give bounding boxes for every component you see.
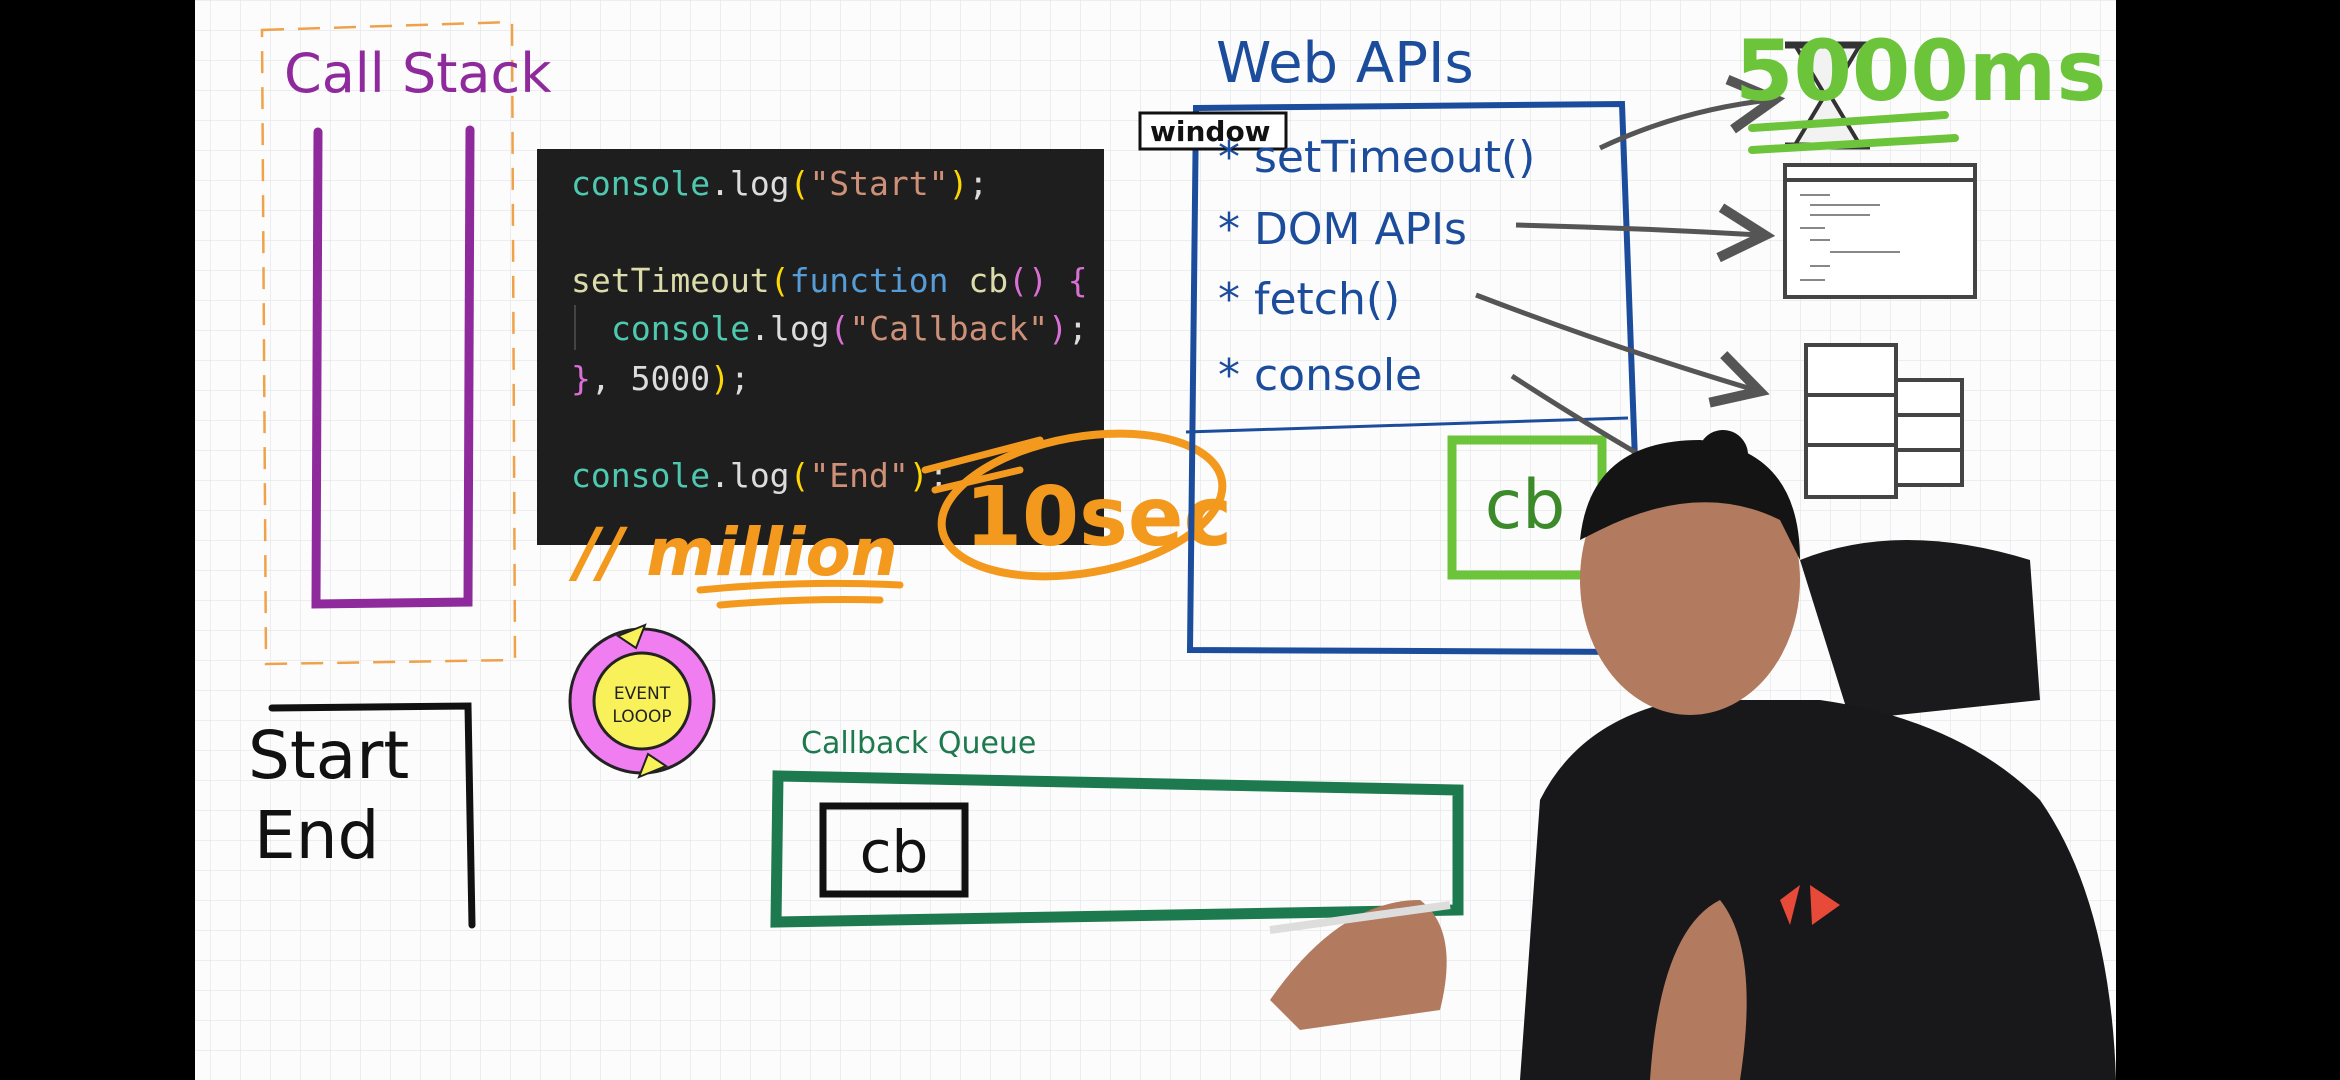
stylus	[1269, 901, 1451, 934]
left-hand	[1270, 900, 1447, 1030]
million-10sec-annotation: // million 10sec	[568, 429, 1232, 609]
right-hand	[1650, 900, 1747, 1080]
console-line: End	[254, 797, 379, 874]
logo-icon	[1780, 885, 1840, 925]
server-icon	[1804, 343, 1964, 499]
web-api-item: * DOM APIs	[1218, 204, 1467, 255]
code-line-4: }, 5000);	[571, 359, 750, 398]
presenter	[1269, 430, 2116, 1080]
console-output: Start End	[248, 702, 476, 929]
code-line-5: console.log("End");	[571, 456, 949, 495]
pending-timer-cb: cb	[1485, 466, 1566, 545]
code-line-2: setTimeout(function cb() {	[571, 261, 1088, 300]
web-apis-title: Web APIs	[1216, 31, 1474, 96]
console-line: Start	[248, 717, 409, 794]
arrows	[1475, 100, 1770, 458]
dom-document-icon	[1783, 163, 1977, 299]
call-stack: Call Stack	[260, 20, 552, 666]
window-label: window	[1150, 115, 1271, 148]
chair	[1800, 540, 2040, 720]
web-api-item: * fetch()	[1218, 274, 1400, 325]
event-loop-icon: EVENT LOOOP	[568, 623, 716, 779]
timer-underline	[1748, 111, 1959, 154]
circled-text: 10sec	[965, 470, 1232, 565]
web-api-item: * console	[1218, 350, 1422, 401]
hair	[1580, 440, 1800, 560]
call-stack-title: Call Stack	[284, 42, 552, 105]
web-api-item: * setTimeout()	[1218, 132, 1535, 183]
code-line-3: console.log("Callback");	[611, 309, 1088, 348]
svg-text:LOOOP: LOOOP	[612, 707, 671, 727]
queue-item-cb: cb	[860, 818, 929, 886]
code-line-1: console.log("Start");	[571, 164, 988, 203]
code-snippet: console.log("Start"); setTimeout(functio…	[537, 149, 1104, 545]
comment-text: // million	[568, 514, 898, 591]
web-apis: Web APIs window * setTimeout() * DOM API…	[1138, 31, 1646, 656]
callback-queue: Callback Queue cb	[770, 726, 1464, 928]
svg-text:EVENT: EVENT	[614, 684, 671, 704]
timer-label: 5000ms	[1735, 22, 2106, 120]
callback-queue-title: Callback Queue	[801, 726, 1036, 761]
